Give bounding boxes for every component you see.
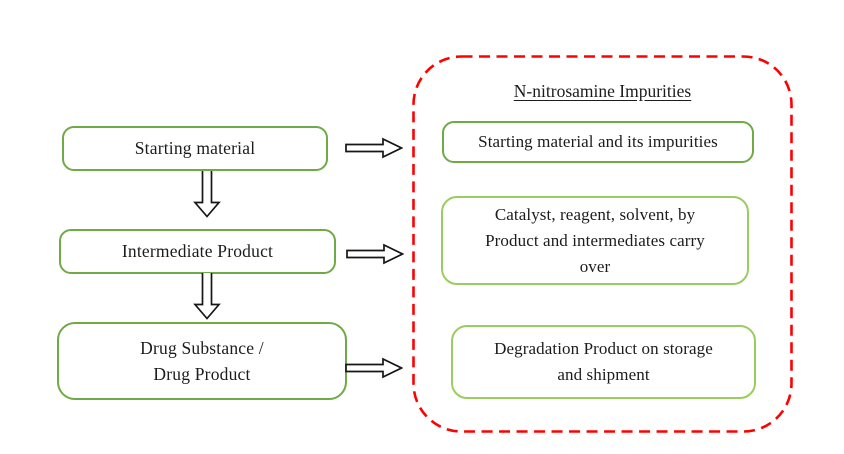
impurity-box-label-line: over: [579, 256, 611, 276]
process-box-label: Intermediate Product: [121, 241, 274, 261]
impurity-box-label: Starting material and its impurities: [478, 132, 718, 151]
down-arrow-icon: [193, 273, 221, 320]
impurity-panel: N-nitrosamine Impurities Starting materi…: [412, 55, 793, 433]
panel-title: N-nitrosamine Impurities: [513, 81, 692, 101]
right-arrow-icon: [345, 137, 403, 159]
down-arrow-icon: [193, 171, 221, 218]
impurity-box-label-line: Degradation Product on storage: [494, 339, 713, 358]
impurity-box-label-line: and shipment: [557, 365, 650, 384]
process-box-starting-material: Starting material: [62, 126, 328, 171]
impurity-box-label-line: Catalyst, reagent, solvent, by: [494, 204, 696, 224]
process-box-label: Starting material: [134, 138, 256, 158]
right-arrow-icon: [346, 243, 404, 265]
dashed-red-border: [412, 55, 793, 433]
impurity-box-label-line: Product and intermediates carry: [485, 230, 705, 250]
impurity-box-starting-material: Starting material and its impurities: [442, 121, 754, 163]
process-box-intermediate-product: Intermediate Product: [59, 229, 336, 274]
process-box-label-line: Drug Product: [153, 364, 251, 384]
process-box-label-line: Drug Substance /: [140, 338, 264, 358]
impurity-box-degradation-product: Degradation Product on storage and shipm…: [451, 325, 756, 399]
process-box-drug-substance-product: Drug Substance / Drug Product: [57, 322, 347, 400]
impurity-box-catalyst-reagent: Catalyst, reagent, solvent, by Product a…: [441, 196, 749, 285]
right-arrow-icon: [345, 357, 403, 379]
